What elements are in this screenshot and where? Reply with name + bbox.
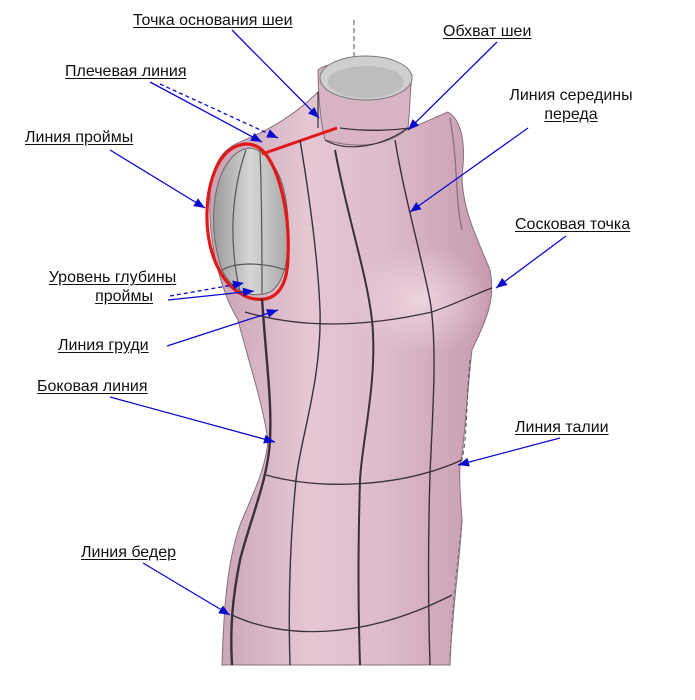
label-shoulder-line: Плечевая линия <box>65 63 187 80</box>
arrow-armhole-line <box>109 149 206 209</box>
arrow-armhole-depth-2 <box>167 290 255 301</box>
label-waist-line: Линия талии <box>515 419 609 436</box>
label-center-front-line: Линия середины переда <box>494 86 648 124</box>
arrow-shoulder-line-2-head <box>266 129 278 138</box>
arrow-waist-line <box>457 437 561 466</box>
arrow-armhole-line-head <box>193 198 205 208</box>
arrow-bust-line-head <box>266 309 278 318</box>
arrow-neck-girth-head <box>408 119 419 130</box>
side-seam <box>230 297 272 666</box>
arrow-waist-line-head <box>458 457 470 467</box>
arm-cap-bottom <box>221 263 287 271</box>
vertical-seams <box>230 117 463 666</box>
front-panel-seam-1 <box>288 139 321 666</box>
label-side-line: Боковая линия <box>37 378 148 395</box>
label-neck-girth: Обхват шеи <box>443 23 532 40</box>
label-bust-line: Линия груди <box>58 337 149 354</box>
label-center-front-line-1: Линия середины <box>509 87 633 104</box>
shoulder-line <box>339 127 411 131</box>
horizontal-lines <box>231 127 493 633</box>
arrow-shoulder-line-2 <box>159 83 279 139</box>
arrow-armhole-depth-1 <box>169 282 245 297</box>
arrow-side-line <box>109 396 276 443</box>
arrow-side-line-head <box>263 434 275 444</box>
arrow-bust-line <box>166 309 279 347</box>
bust-line <box>244 287 493 325</box>
arrow-neck-girth <box>407 41 498 131</box>
label-hip-line: Линия бедер <box>81 544 176 561</box>
label-armhole-depth-level-1: Уровень глубины <box>48 269 177 286</box>
arrow-armhole-depth-2-head <box>242 287 254 297</box>
arrow-armhole-depth-1-head <box>232 280 244 290</box>
annotation-arrows <box>109 29 567 616</box>
arm-cap-seam-2 <box>259 149 263 295</box>
arrow-hip-line-head <box>218 605 230 615</box>
bust-highlight <box>350 245 490 355</box>
arrow-shoulder-line-1-head <box>250 132 262 142</box>
front-panel-seam-2 <box>394 139 435 666</box>
neck-seams <box>317 92 409 148</box>
center-seam <box>334 149 375 666</box>
label-center-front-line-2: переда <box>544 106 598 123</box>
neck-opening-inner <box>328 66 404 98</box>
arrow-shoulder-line-1 <box>149 81 263 143</box>
arrow-bust-point <box>495 235 567 289</box>
hip-line <box>231 594 453 633</box>
label-bust-point: Сосковая точка <box>515 216 631 233</box>
arrow-neck-base-point-head <box>308 107 319 118</box>
arrow-bust-point-head <box>496 277 508 288</box>
label-armhole-line: Линия проймы <box>25 129 134 146</box>
arrow-neck-base-point <box>231 29 320 119</box>
label-armhole-depth-level-2: проймы <box>95 288 153 305</box>
arm-cap-seam-1 <box>232 149 247 293</box>
armhole-outline <box>205 142 290 301</box>
arrow-center-front-line-head <box>410 201 422 212</box>
front-contour <box>449 519 463 661</box>
arrow-center-front-line <box>409 127 529 213</box>
waist-line <box>265 459 463 485</box>
label-armhole-depth-level: Уровень глубины проймы <box>30 268 195 306</box>
arrow-hip-line <box>142 562 231 616</box>
label-neck-base-point: Точка основания шеи <box>133 12 293 29</box>
